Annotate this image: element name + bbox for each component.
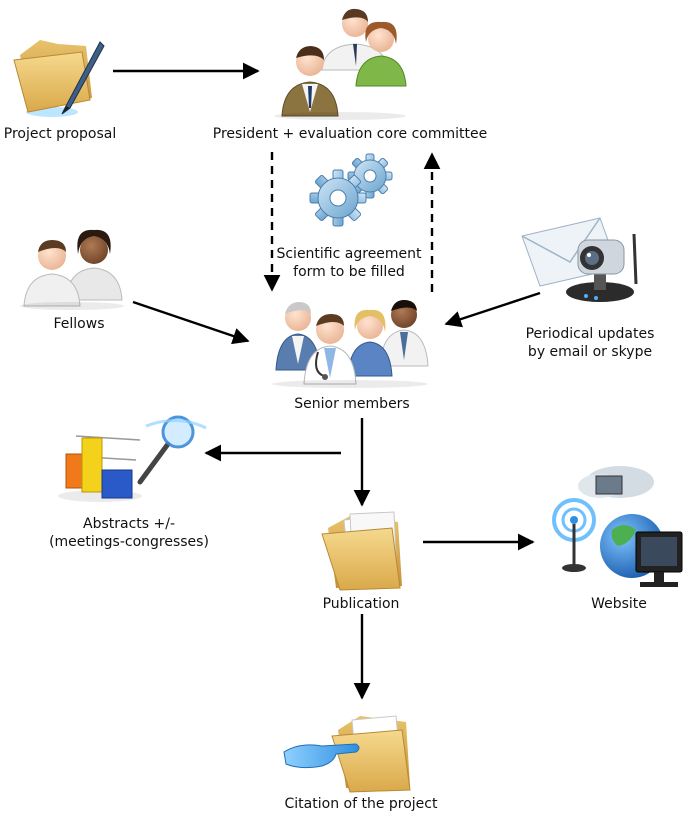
abstracts-line-1: Abstracts +/- [82, 516, 176, 532]
globe-antenna-monitor-icon [552, 466, 683, 587]
bar-chart-magnifier-icon [58, 415, 207, 502]
periodical-updates-line-2: by email or skype [527, 344, 653, 360]
folder-documents-icon [321, 511, 402, 591]
email-webcam-icon [521, 217, 638, 302]
fellows-people-icon [20, 229, 124, 310]
periodical-updates-line-1: Periodical updates [525, 326, 655, 342]
fellows-label: Fellows [53, 316, 105, 332]
website-label: Website [591, 596, 647, 612]
scientific-agreement-line-2: form to be filled [293, 264, 405, 280]
folder-pointing-hand-icon [283, 715, 411, 793]
scientific-agreement-label: Scientific agreement form to be filled [276, 245, 421, 281]
citation-label: Citation of the project [284, 796, 438, 812]
gears-icon [309, 153, 393, 227]
arrow-updates-to-senior [444, 291, 541, 328]
abstracts-label: Abstracts +/- (meetings-congresses) [49, 515, 209, 551]
project-proposal-label: Project proposal [3, 126, 117, 142]
committee-people-icon [274, 8, 407, 120]
senior-members-label: Senior members [294, 396, 410, 412]
scientific-agreement-line-1: Scientific agreement [276, 246, 422, 262]
arrow-fellows-to-senior [132, 300, 250, 345]
periodical-updates-label: Periodical updates by email or skype [526, 325, 655, 361]
abstracts-line-2: (meetings-congresses) [49, 534, 209, 550]
folder-pen-icon [13, 40, 105, 117]
senior-members-people-icon [272, 300, 429, 388]
president-committee-label: President + evaluation core committee [212, 126, 488, 142]
publication-label: Publication [322, 596, 400, 612]
